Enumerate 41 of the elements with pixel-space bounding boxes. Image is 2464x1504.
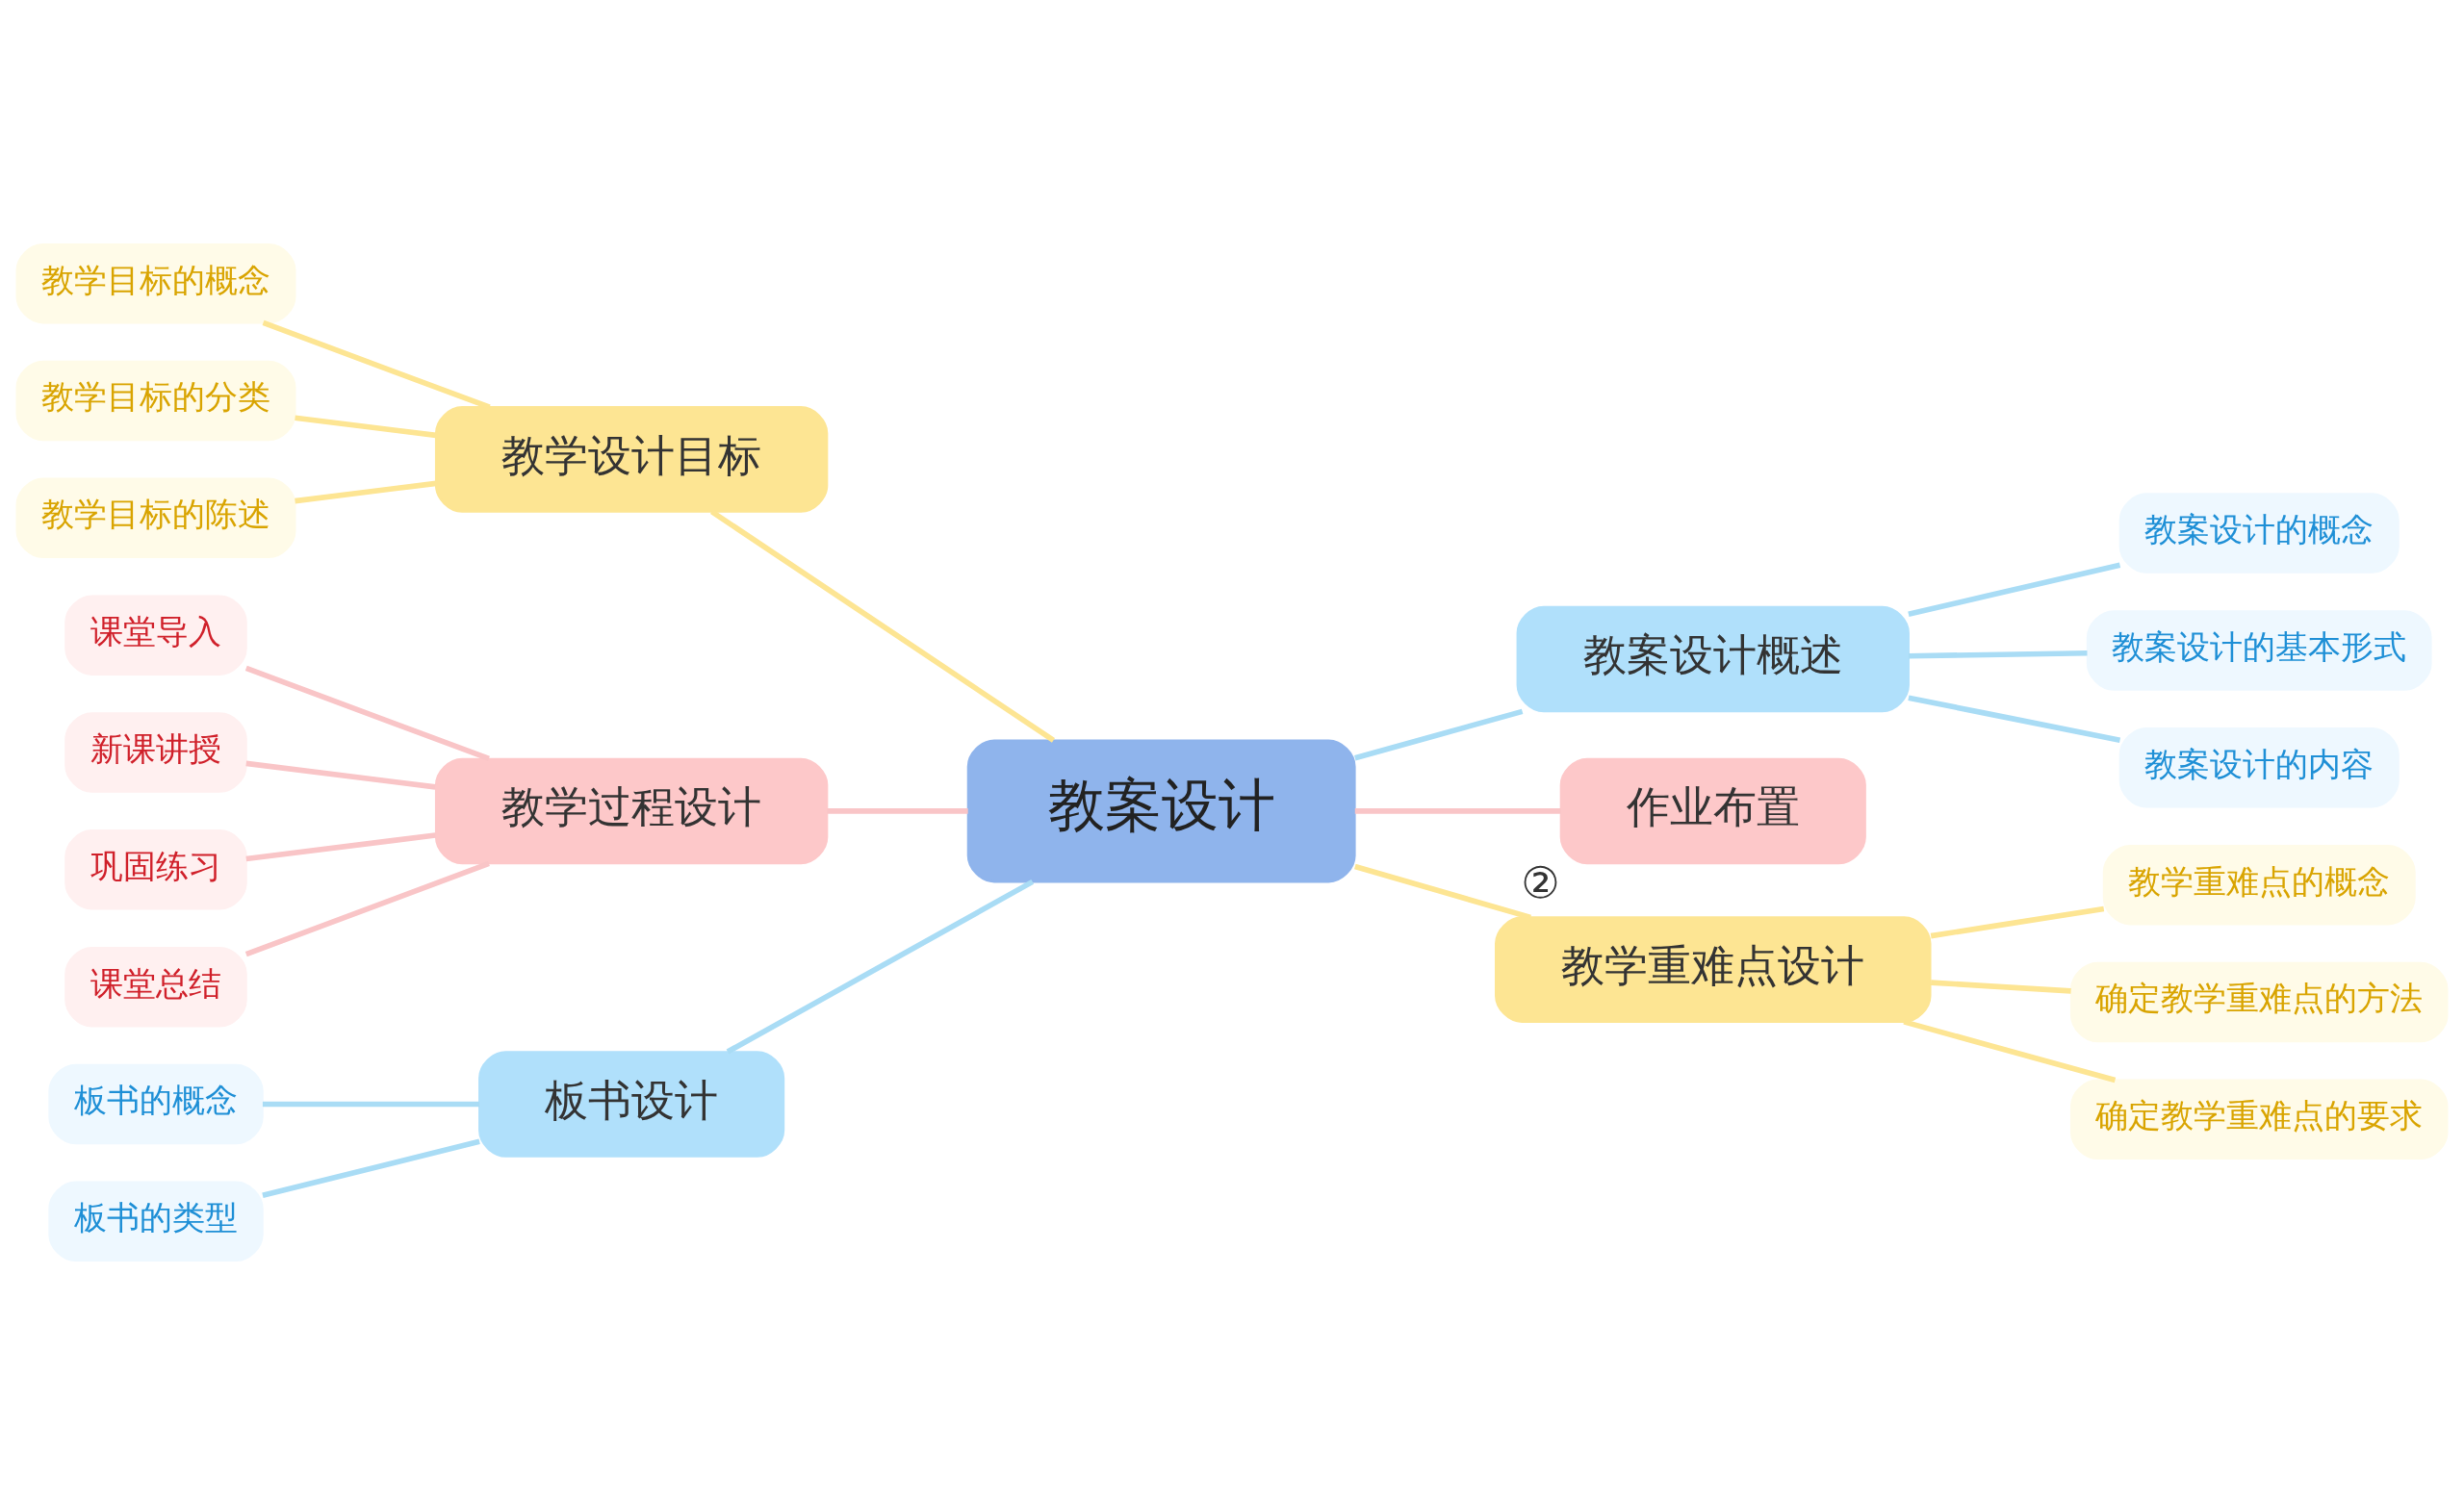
connector bbox=[1354, 807, 1561, 814]
connector bbox=[295, 480, 437, 503]
node-box: 确定教学重难点的要求 bbox=[2069, 1079, 2449, 1160]
node-box: 新课讲授 bbox=[64, 711, 247, 793]
connector bbox=[1354, 863, 1531, 920]
node-box: 教学目标的陈述 bbox=[15, 477, 296, 558]
node-box: 确定教学重难点的方法 bbox=[2069, 961, 2449, 1042]
node-box: 作业布置 bbox=[1559, 757, 1866, 864]
connector bbox=[262, 1101, 480, 1107]
connector bbox=[245, 831, 436, 861]
node-box: 教案设计概述 bbox=[1516, 605, 1910, 712]
connector bbox=[262, 1138, 480, 1198]
connector bbox=[726, 879, 1035, 1054]
connector bbox=[1354, 708, 1524, 760]
connector bbox=[1930, 979, 2071, 994]
node-box: 教案设计的基本形式 bbox=[2086, 609, 2432, 691]
node-box: 教学设计目标 bbox=[434, 405, 829, 513]
node-label: ② bbox=[1521, 856, 1560, 908]
node-box: 板书的概念 bbox=[48, 1063, 264, 1144]
connector bbox=[245, 760, 436, 790]
node-box: 巩固练习 bbox=[64, 828, 247, 910]
connector bbox=[244, 665, 490, 761]
node-box: 课堂导入 bbox=[64, 594, 247, 676]
connector bbox=[1908, 562, 2121, 617]
node-box: 教案设计 bbox=[966, 738, 1356, 882]
connector bbox=[1903, 1018, 2117, 1083]
node-box: 教学过程设计 bbox=[434, 757, 829, 864]
node-box: 板书设计 bbox=[478, 1050, 785, 1158]
node-box: 教案设计的概念 bbox=[2118, 492, 2400, 574]
node-box: 课堂总结 bbox=[64, 946, 247, 1027]
node-box: 教案设计的内容 bbox=[2118, 727, 2400, 808]
node-box: 板书的类型 bbox=[48, 1181, 264, 1262]
connector bbox=[1908, 694, 2121, 743]
connector bbox=[1930, 905, 2105, 938]
connector bbox=[827, 807, 968, 814]
connector bbox=[295, 414, 437, 438]
connector bbox=[1908, 650, 2088, 659]
node-box: 教学目标的概念 bbox=[15, 242, 296, 323]
node-box: 教学重难点设计 bbox=[1495, 915, 1932, 1023]
node-box: 教学目标的分类 bbox=[15, 360, 296, 441]
node-box: 教学重难点的概念 bbox=[2102, 844, 2416, 925]
